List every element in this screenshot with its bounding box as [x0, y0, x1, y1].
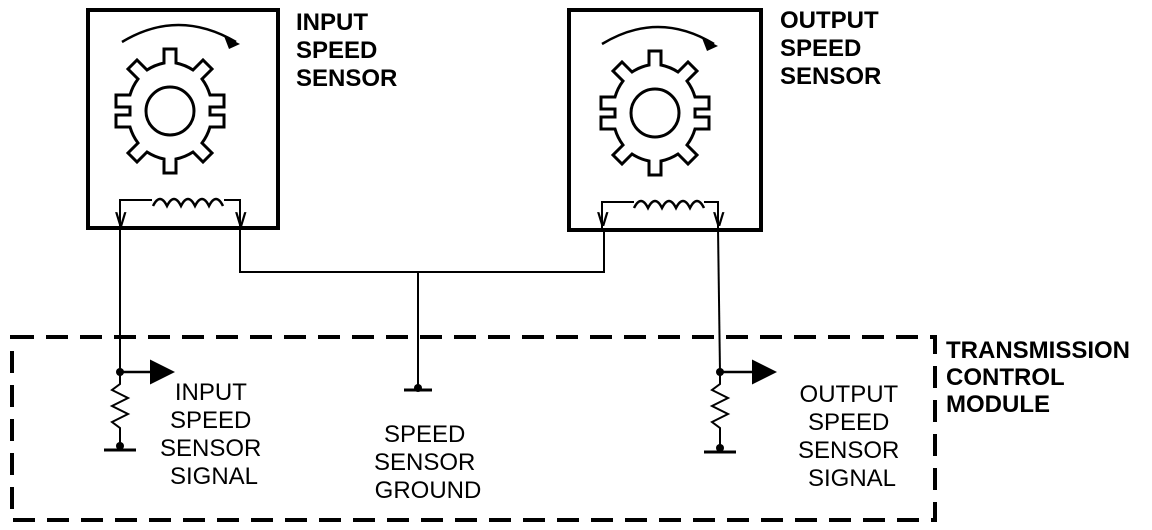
output-signal-label: OUTPUT SPEED SENSOR SIGNAL: [798, 381, 906, 492]
input-terminal-left: ∨: [112, 205, 130, 232]
input-terminal-right: ∨: [232, 205, 250, 232]
speed-sensor-ground-circuit: [404, 384, 432, 392]
coil-icon: [632, 199, 706, 210]
input-signal-label: INPUT SPEED SENSOR SIGNAL: [160, 379, 268, 490]
ground-bus-wire: [239, 228, 605, 273]
output-terminal-right: ∨: [710, 205, 728, 232]
ground-node: [414, 384, 422, 392]
rotation-arrowhead: [224, 36, 240, 49]
input-sensor-label: INPUT SPEED SENSOR: [296, 9, 397, 92]
output-sensor-label: OUTPUT SPEED SENSOR: [780, 7, 885, 90]
rotation-arrow-icon: [121, 23, 237, 44]
coil-icon: [151, 197, 225, 208]
output-terminal-left: ∨: [594, 205, 612, 232]
resistor-icon: [109, 372, 131, 446]
output-speed-sensor: ∨ ∨: [567, 8, 763, 232]
output-resistor-node: [716, 444, 724, 452]
input-signal-circuit: [104, 359, 175, 452]
input-coil-frame: [119, 199, 241, 228]
gear-icon: [599, 49, 711, 177]
output-signal-circuit: [704, 359, 777, 454]
ground-label: SPEED SENSOR GROUND: [374, 421, 482, 504]
resistor-icon: [709, 372, 731, 448]
output-coil-frame: [601, 201, 719, 228]
output-sensor-housing: [567, 8, 763, 232]
rotation-arrow-icon: [601, 25, 715, 46]
module-label: TRANSMISSION CONTROL MODULE: [946, 337, 1137, 418]
input-speed-sensor: ∨ ∨: [86, 8, 280, 232]
input-sensor-housing: [86, 8, 280, 230]
rotation-arrowhead: [702, 38, 718, 51]
transmission-control-module-boundary: [10, 335, 937, 522]
input-resistor-node: [116, 442, 124, 450]
wiring: [119, 227, 721, 388]
output-signal-wire: [717, 227, 721, 373]
gear-icon: [114, 47, 226, 175]
